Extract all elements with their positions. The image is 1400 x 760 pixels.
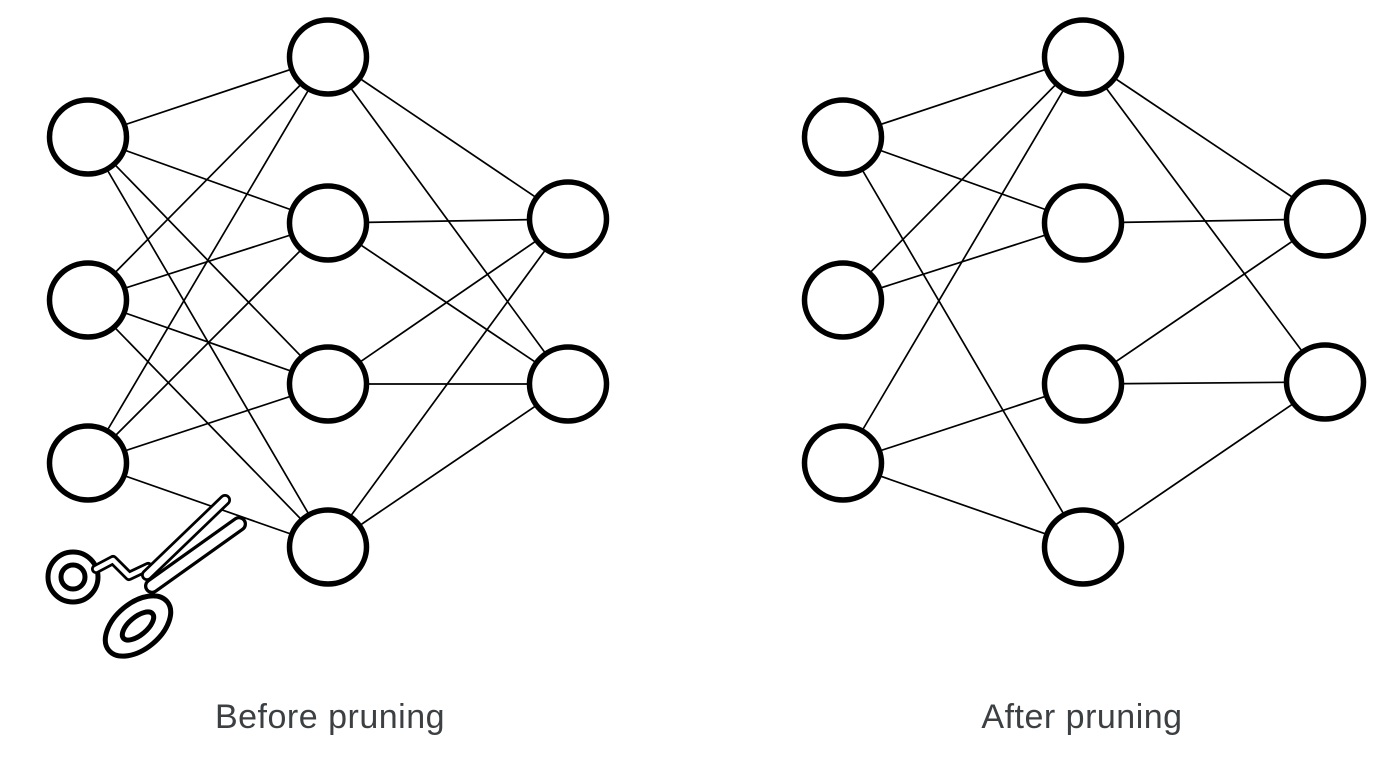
edge-before-i3-h4 (87, 462, 329, 548)
edge-after-h3-o1 (1082, 218, 1326, 385)
node-after-input-i3 (801, 423, 885, 503)
edge-before-i2-h1 (87, 56, 329, 301)
scissors-icon (45, 494, 247, 659)
node-after-hidden-h2 (1041, 183, 1125, 263)
edge-after-h1-o2 (1082, 56, 1326, 383)
edge-after-h1-o1 (1082, 56, 1326, 220)
edge-after-i3-h4 (842, 462, 1084, 548)
caption-before-pruning: Before pruning (214, 698, 446, 736)
caption-after-pruning: After pruning (981, 698, 1183, 736)
node-before-input-i2 (46, 260, 130, 340)
node-before-hidden-h2 (286, 183, 370, 263)
node-before-input-i3 (46, 423, 130, 503)
node-after-output-o1 (1283, 179, 1367, 259)
edge-after-i3-h1 (842, 56, 1084, 464)
edge-before-h1-o1 (327, 56, 569, 220)
node-after-input-i2 (801, 260, 885, 340)
diagram-after-edges (842, 56, 1326, 548)
node-before-input-i1 (46, 97, 130, 177)
edge-after-i1-h4 (842, 136, 1084, 548)
diagram-after-nodes (801, 17, 1367, 587)
edge-before-h4-o2 (327, 383, 569, 548)
edge-before-i1-h2 (87, 136, 329, 224)
edge-before-i3-h2 (87, 222, 329, 464)
node-after-hidden-h3 (1041, 344, 1125, 424)
node-before-hidden-h3 (286, 344, 370, 424)
node-after-input-i1 (801, 97, 885, 177)
scissors-upper-blade-fill (143, 496, 229, 579)
scissors-oval-handle-hole (119, 609, 157, 643)
scissors-lower-blade-fill (147, 519, 244, 591)
node-before-hidden-h4 (286, 507, 370, 587)
edge-after-i2-h1 (842, 56, 1084, 301)
node-after-hidden-h4 (1041, 507, 1125, 587)
edge-after-i1-h2 (842, 136, 1084, 224)
node-after-output-o2 (1283, 342, 1367, 422)
node-before-output-o1 (526, 179, 610, 259)
node-before-output-o2 (526, 344, 610, 424)
edge-before-i3-h1 (87, 56, 329, 464)
node-before-hidden-h1 (286, 17, 370, 97)
node-after-hidden-h1 (1041, 17, 1125, 97)
diagram-before-edges (87, 56, 569, 548)
edge-after-h4-o2 (1082, 381, 1326, 548)
edge-after-i3-h3 (842, 383, 1084, 464)
diagram-before-nodes (46, 17, 610, 587)
edge-before-h4-o1 (327, 218, 569, 548)
edge-after-i1-h1 (842, 56, 1084, 138)
scissors-ring-handle-hole (58, 562, 88, 592)
edge-before-h2-o2 (327, 222, 569, 385)
edge-before-i3-h3 (87, 383, 329, 464)
edge-before-h3-o1 (327, 218, 569, 385)
edge-before-i1-h1 (87, 56, 329, 138)
